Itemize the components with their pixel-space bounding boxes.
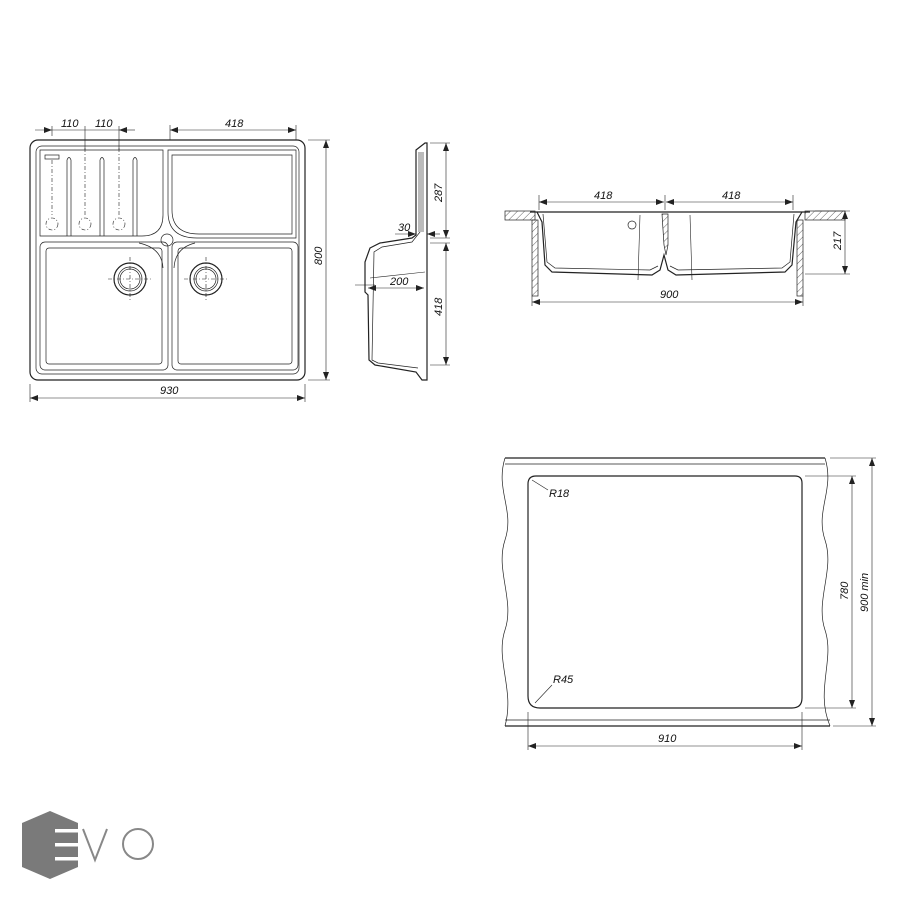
dim-910: 910 [658,733,677,745]
dim-780: 780 [839,581,851,600]
dim-110-a: 110 [61,118,79,130]
dim-418-right: 418 [722,190,741,202]
dim-418-side: 418 [433,297,445,316]
front-section: 418 418 217 900 [504,190,850,306]
radius-r45: R45 [553,674,574,686]
dim-110-b: 110 [95,118,113,130]
top-view: 110 110 418 800 930 [29,118,330,402]
dim-30: 30 [398,222,411,234]
dim-930: 930 [160,385,179,397]
side-view: 287 418 30 200 [355,142,450,381]
dim-800: 800 [313,246,325,265]
dim-418-left: 418 [594,190,613,202]
dim-287: 287 [433,183,445,203]
evo-logo [22,811,154,879]
dim-900: 900 [660,289,679,301]
dim-217: 217 [832,231,844,251]
radius-r18: R18 [549,488,570,500]
dim-900-min: 900 min [859,573,871,612]
dim-418-top: 418 [225,118,244,130]
cutout-template: R18 R45 780 900 min 910 [501,457,876,750]
dim-200: 200 [389,276,409,288]
